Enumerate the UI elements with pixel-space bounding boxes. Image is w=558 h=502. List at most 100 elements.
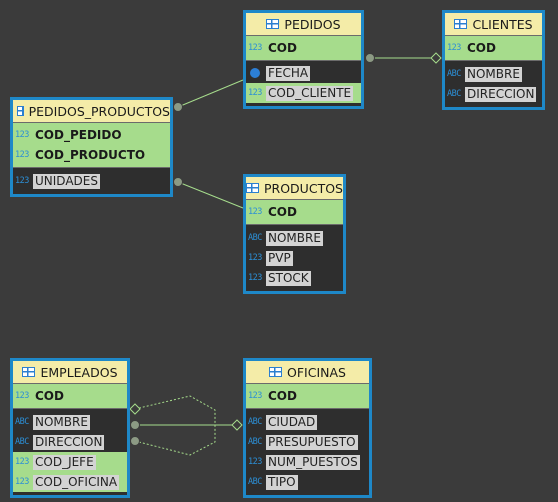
column-name: COD_JEFE (33, 454, 96, 470)
link-empleados-self[interactable] (134, 395, 216, 456)
entity-header[interactable]: CLIENTES (445, 13, 542, 36)
table-icon (454, 19, 468, 29)
text-type-icon: ABC (447, 89, 461, 99)
primary-key-section: 123 COD (13, 384, 127, 409)
entity-title: PEDIDOS (284, 16, 341, 32)
text-type-icon: ABC (447, 69, 461, 79)
attribute-section: ABC NOMBRE ABC DIRECCION 123 COD_JEFE 12… (13, 409, 127, 495)
table-icon (269, 367, 283, 377)
column-row[interactable]: 123 COD (246, 202, 343, 222)
entity-header[interactable]: OFICINAS (246, 361, 369, 384)
column-name: COD_CLIENTE (266, 85, 354, 101)
column-row[interactable]: ABC NOMBRE (13, 412, 127, 432)
entity-title: PRODUCTOS (264, 180, 343, 196)
column-row[interactable]: 123 COD_CLIENTE (246, 83, 361, 103)
entity-title: CLIENTES (472, 16, 533, 32)
table-icon (266, 19, 280, 29)
primary-key-section: 123 COD (445, 36, 542, 61)
column-name: FECHA (266, 65, 311, 81)
entity-clientes[interactable]: CLIENTES 123 COD ABC NOMBRE ABC DIRECCIO… (442, 10, 545, 110)
numeric-type-icon: 123 (248, 457, 262, 467)
attribute-section: ABC CIUDAD ABC PRESUPUESTO 123 NUM_PUEST… (246, 409, 369, 495)
column-row[interactable]: ABC PRESUPUESTO (246, 432, 369, 452)
column-name: NOMBRE (465, 66, 522, 82)
attribute-section: ABC NOMBRE ABC DIRECCION (445, 61, 542, 107)
primary-key-section: 123 COD_PEDIDO 123 COD_PRODUCTO (13, 123, 170, 168)
column-name: COD_OFICINA (33, 474, 120, 490)
column-name: COD (467, 40, 496, 55)
numeric-type-icon: 123 (15, 457, 29, 467)
column-row[interactable]: ABC DIRECCION (13, 432, 127, 452)
link-pedidosproductos-pedidos[interactable] (177, 79, 244, 108)
link-end-circle (130, 420, 140, 430)
column-row[interactable]: ABC DIRECCION (445, 84, 542, 104)
entity-header[interactable]: PEDIDOS (246, 13, 361, 36)
text-type-icon: ABC (248, 477, 262, 487)
entity-title: PEDIDOS_PRODUCTOS (28, 103, 170, 119)
column-row[interactable]: 123 COD (445, 38, 542, 58)
column-row[interactable]: 123 PVP (246, 248, 343, 268)
table-icon (22, 367, 36, 377)
entity-pedidos-productos[interactable]: PEDIDOS_PRODUCTOS 123 COD_PEDIDO 123 COD… (10, 97, 173, 197)
column-row[interactable]: FECHA (246, 63, 361, 83)
text-type-icon: ABC (248, 417, 262, 427)
column-row[interactable]: 123 COD_PEDIDO (13, 125, 170, 145)
numeric-type-icon: 123 (248, 207, 262, 217)
entity-productos[interactable]: PRODUCTOS 123 COD ABC NOMBRE 123 PVP 123… (243, 174, 346, 294)
entity-oficinas[interactable]: OFICINAS 123 COD ABC CIUDAD ABC PRESUPUE… (243, 358, 372, 498)
text-type-icon: ABC (15, 417, 29, 427)
link-end-circle (173, 102, 183, 112)
column-name: TIPO (266, 474, 298, 490)
entity-title: OFICINAS (287, 364, 346, 380)
column-name: NOMBRE (33, 414, 90, 430)
link-end-circle (365, 53, 375, 63)
numeric-type-icon: 123 (248, 273, 262, 283)
column-row[interactable]: 123 COD (246, 38, 361, 58)
numeric-type-icon: 123 (248, 43, 262, 53)
entity-header[interactable]: PRODUCTOS (246, 177, 343, 200)
column-row[interactable]: 123 COD_OFICINA (13, 472, 127, 492)
link-end-diamond (430, 52, 442, 64)
attribute-section: FECHA 123 COD_CLIENTE (246, 61, 361, 106)
column-name: COD_PRODUCTO (35, 147, 146, 162)
text-type-icon: ABC (248, 233, 262, 243)
column-name: COD (35, 388, 64, 403)
column-row[interactable]: ABC TIPO (246, 472, 369, 492)
table-icon (17, 106, 24, 116)
column-name: NUM_PUESTOS (266, 454, 360, 470)
column-row[interactable]: 123 COD (246, 386, 369, 406)
entity-header[interactable]: EMPLEADOS (13, 361, 127, 384)
numeric-type-icon: 123 (15, 176, 29, 186)
column-row[interactable]: ABC CIUDAD (246, 412, 369, 432)
column-row[interactable]: 123 COD_PRODUCTO (13, 145, 170, 165)
numeric-type-icon: 123 (15, 130, 29, 140)
text-type-icon: ABC (248, 437, 262, 447)
column-name: DIRECCION (465, 86, 537, 102)
column-row[interactable]: ABC NOMBRE (445, 64, 542, 84)
primary-key-section: 123 COD (246, 36, 361, 61)
entity-empleados[interactable]: EMPLEADOS 123 COD ABC NOMBRE ABC DIRECCI… (10, 358, 130, 498)
numeric-type-icon: 123 (15, 391, 29, 401)
column-row[interactable]: 123 STOCK (246, 268, 343, 288)
link-end-diamond (231, 419, 243, 431)
column-row[interactable]: 123 NUM_PUESTOS (246, 452, 369, 472)
link-pedidosproductos-productos[interactable] (177, 181, 244, 209)
entity-header[interactable]: PEDIDOS_PRODUCTOS (13, 100, 170, 123)
numeric-type-icon: 123 (15, 477, 29, 487)
column-row[interactable]: 123 COD (13, 386, 127, 406)
column-row[interactable]: ABC NOMBRE (246, 228, 343, 248)
column-name: UNIDADES (33, 173, 100, 189)
attribute-section: 123 UNIDADES (13, 168, 170, 194)
column-row[interactable]: 123 COD_JEFE (13, 452, 127, 472)
entity-pedidos[interactable]: PEDIDOS 123 COD FECHA 123 COD_CLIENTE (243, 10, 364, 109)
clock-icon (250, 68, 260, 78)
link-end-circle (173, 177, 183, 187)
column-name: CIUDAD (266, 414, 318, 430)
numeric-type-icon: 123 (15, 150, 29, 160)
primary-key-section: 123 COD (246, 384, 369, 409)
column-name: DIRECCION (33, 434, 105, 450)
column-row[interactable]: 123 UNIDADES (13, 171, 170, 191)
table-icon (246, 183, 259, 193)
text-type-icon: ABC (15, 437, 29, 447)
